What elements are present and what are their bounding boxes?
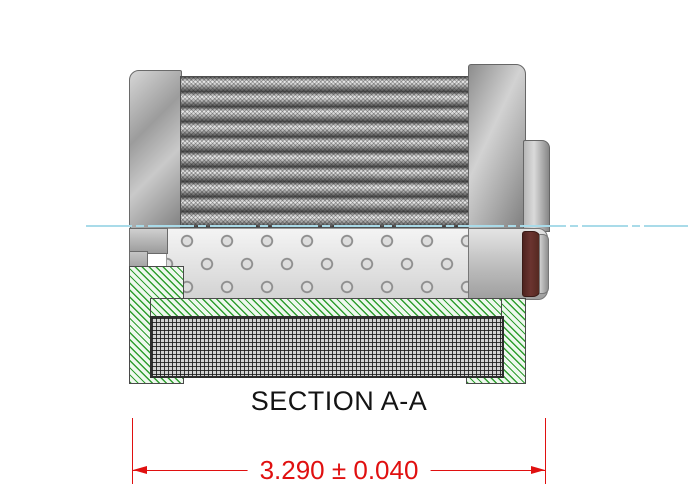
dimension-arrow-left [133,466,147,474]
dimension-extension-line-left [132,418,133,484]
dimension-text: 3.290 ± 0.040 [247,455,431,486]
centerline [86,225,688,227]
perforated-core-tube [166,228,470,302]
left-end-cap [129,70,182,232]
section-label: SECTION A-A [250,386,428,416]
outer-mesh-screen [150,316,504,378]
outlet-fitting [523,140,550,232]
pleated-filter-media [180,76,470,228]
dimension-arrow-right [531,466,545,474]
end-washer [539,234,549,294]
dimension-extension-line-right [545,418,546,484]
right-end-cap [468,64,526,232]
left-cap-flange [129,228,168,254]
